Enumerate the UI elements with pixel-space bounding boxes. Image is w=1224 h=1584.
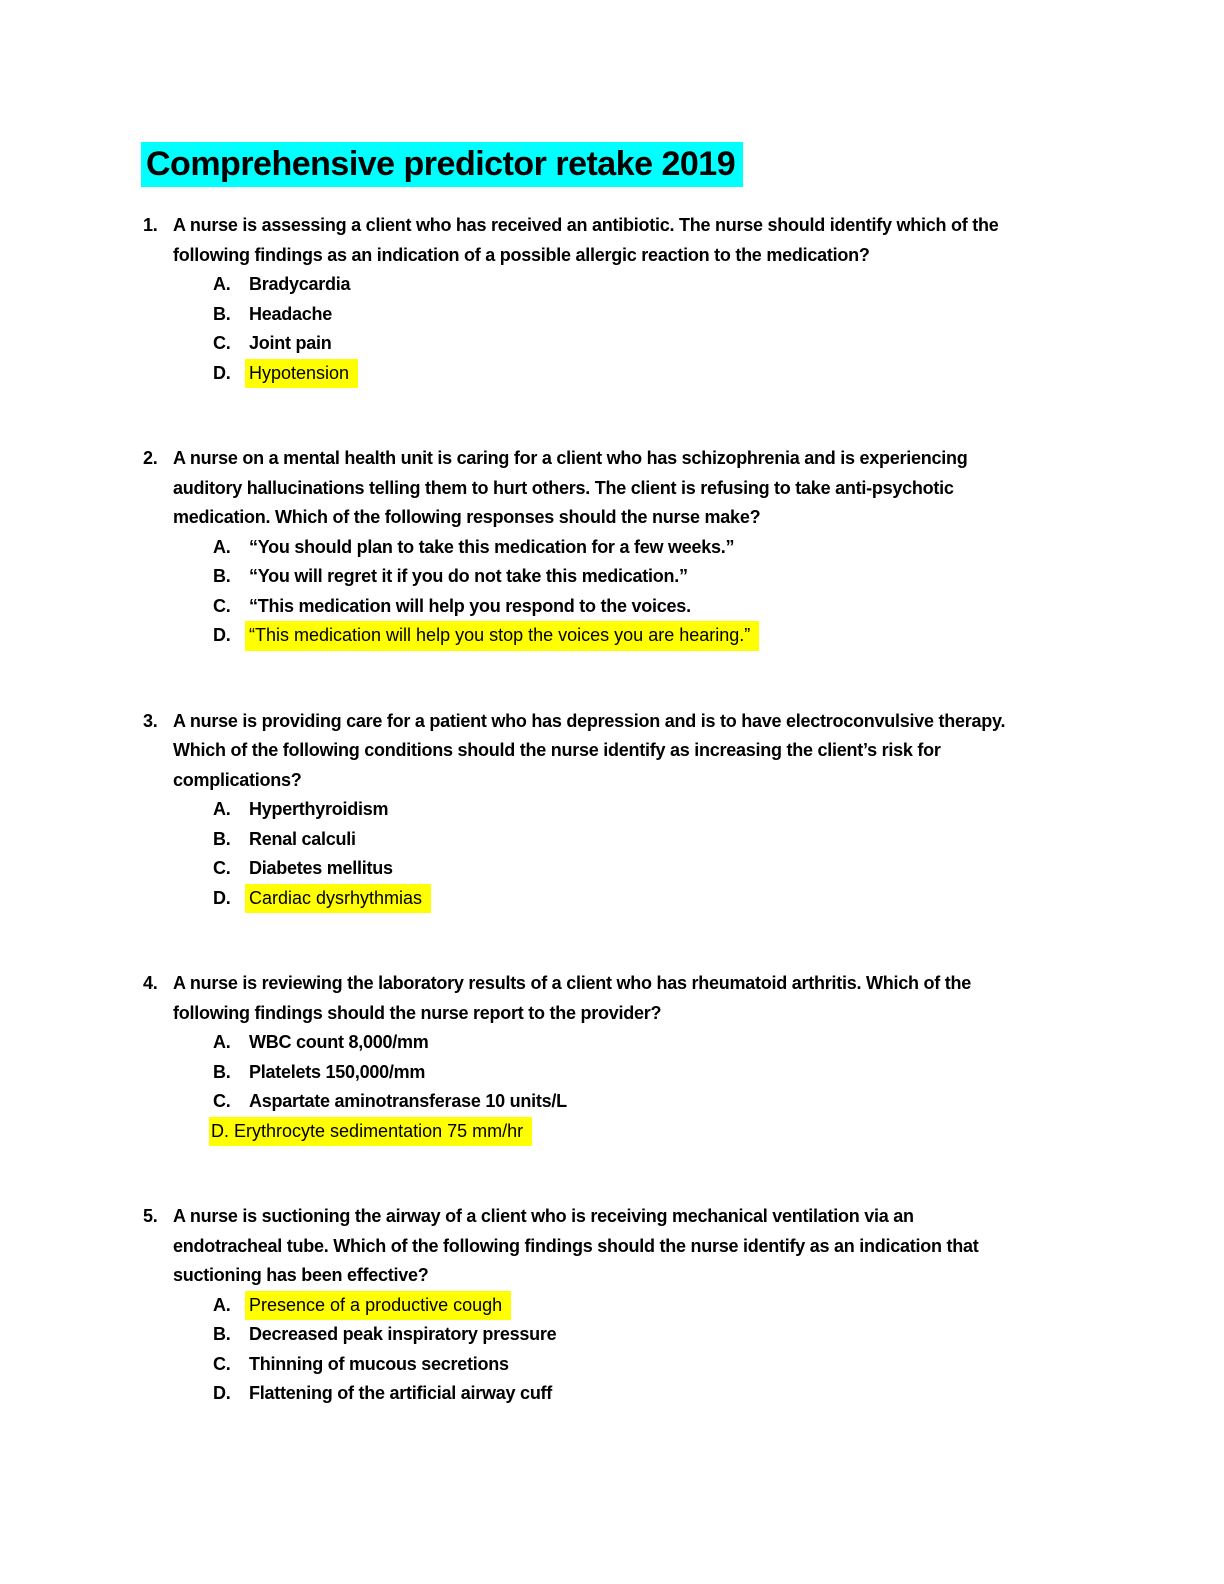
question-text-line: A nurse is suctioning the airway of a cl… [173,1206,914,1226]
answer-highlight: Cardiac dysrhythmias [245,883,432,913]
option-letter: A. [213,274,231,294]
question-number: 4. [143,973,158,993]
option-letter: C. [213,1353,231,1374]
question-text-line: A nurse is reviewing the laboratory resu… [173,973,971,993]
option-text: Erythrocyte sedimentation 75 mm/hr [234,1120,524,1141]
question-body: A nurse is assessing a client who has re… [173,211,1073,388]
option-row: C. Aspartate aminotransferase 10 units/L [213,1087,1073,1117]
answer-highlight: D. Erythrocyte sedimentation 75 mm/hr [209,1116,533,1146]
option-letter: D. [213,1383,231,1403]
option-letter: C. [213,333,231,353]
page-title: Comprehensive predictor retake 2019 [141,142,744,187]
option-text: Aspartate aminotransferase 10 units/L [249,1091,567,1111]
option-text: Hyperthyroidism [249,799,389,819]
option-row: A. Bradycardia [213,270,1073,300]
option-text: Bradycardia [249,274,351,294]
answer-highlight: Presence of a productive cough [245,1290,512,1320]
option-letter: B. [213,303,231,324]
option-letter: B. [213,1324,231,1344]
option-letter: C. [213,595,231,616]
option-text: Joint pain [249,333,332,353]
option-text: Cardiac dysrhythmias [245,883,432,913]
option-row: C. Diabetes mellitus [213,854,1073,884]
question-text-line: Which of the following conditions should… [173,740,941,760]
question-4: 4. A nurse is reviewing the laboratory r… [143,969,1224,1146]
question-number: 2. [143,448,158,468]
option-text: Hypotension [245,358,359,388]
option-letter: C. [213,1091,231,1111]
option-letter: C. [213,858,231,878]
option-row: C. Joint pain [213,329,1073,359]
title-block: Comprehensive predictor retake 2019 [141,142,1224,187]
option-row: B. Platelets 150,000/mm [213,1058,1073,1088]
option-text: “This medication will help you stop the … [245,621,760,651]
option-row: D. Flattening of the artificial airway c… [213,1379,1073,1409]
question-number: 3. [143,710,158,731]
question-text-line: endotracheal tube. Which of the followin… [173,1235,979,1256]
option-row-answer: A. Presence of a productive cough [213,1290,1073,1320]
question-body: A nurse is providing care for a patient … [173,707,1073,913]
question-text-line: auditory hallucinations telling them to … [173,477,954,498]
option-letter: D. [213,362,231,383]
option-letter: B. [213,1061,231,1082]
option-row: A. Hyperthyroidism [213,795,1073,825]
option-row: B. Headache [213,300,1073,330]
option-letter: D. [213,887,231,908]
option-letter: B. [213,828,231,849]
option-text: “This medication will help you respond t… [249,595,691,616]
option-row-answer: D. “This medication will help you stop t… [213,621,1073,651]
question-3: 3. A nurse is providing care for a patie… [143,707,1224,913]
option-row-answer: D. Hypotension [213,358,1073,388]
option-letter: A. [213,1294,231,1315]
option-letter: D. [211,1120,229,1141]
question-body: A nurse is reviewing the laboratory resu… [173,969,1073,1146]
option-letter: A. [213,1032,231,1052]
question-number: 5. [143,1206,158,1226]
question-text-line: following findings as an indication of a… [173,244,870,265]
question-text-line: A nurse is assessing a client who has re… [173,215,999,235]
option-row: A. “You should plan to take this medicat… [213,533,1073,563]
question-2: 2. A nurse on a mental health unit is ca… [143,444,1224,651]
question-text-line: A nurse is providing care for a patient … [173,710,1006,731]
option-letter: A. [213,799,231,819]
question-text-line: following findings should the nurse repo… [173,1002,662,1023]
answer-highlight: “This medication will help you stop the … [245,621,760,651]
option-text: Presence of a productive cough [245,1290,512,1320]
question-text-line: A nurse on a mental health unit is carin… [173,448,968,468]
question-text-line: suctioning has been effective? [173,1265,429,1285]
question-body: A nurse on a mental health unit is carin… [173,444,1073,651]
option-row: C. “This medication will help you respon… [213,592,1073,622]
option-row: B. “You will regret it if you do not tak… [213,562,1073,592]
question-text-line: complications? [173,769,302,790]
option-text: Diabetes mellitus [249,858,393,878]
answer-highlight: Hypotension [245,358,359,388]
option-text: “You should plan to take this medication… [249,536,735,557]
question-text-line: medication. Which of the following respo… [173,507,761,527]
question-number: 1. [143,215,158,235]
option-letter: A. [213,536,231,557]
option-text: Platelets 150,000/mm [249,1061,426,1082]
option-text: Headache [249,303,333,324]
option-row: B. Decreased peak inspiratory pressure [213,1320,1073,1350]
option-text: WBC count 8,000/mm [249,1032,429,1052]
option-row: B. Renal calculi [213,825,1073,855]
option-row: A. WBC count 8,000/mm [213,1028,1073,1058]
option-text: Flattening of the artificial airway cuff [249,1383,553,1403]
option-text: Renal calculi [249,828,356,849]
option-row: C. Thinning of mucous secretions [213,1350,1073,1380]
option-row-answer: D. Cardiac dysrhythmias [213,883,1073,913]
question-1: 1. A nurse is assessing a client who has… [143,211,1224,388]
question-5: 5. A nurse is suctioning the airway of a… [143,1202,1224,1409]
option-text: “You will regret it if you do not take t… [249,566,688,586]
question-body: A nurse is suctioning the airway of a cl… [173,1202,1073,1409]
option-letter: B. [213,566,231,586]
option-row-answer: D. Erythrocyte sedimentation 75 mm/hr [209,1116,1073,1146]
option-text: Decreased peak inspiratory pressure [249,1324,557,1344]
option-text: Thinning of mucous secretions [249,1353,509,1374]
option-letter: D. [213,625,231,645]
question-list: 1. A nurse is assessing a client who has… [143,211,1224,1409]
